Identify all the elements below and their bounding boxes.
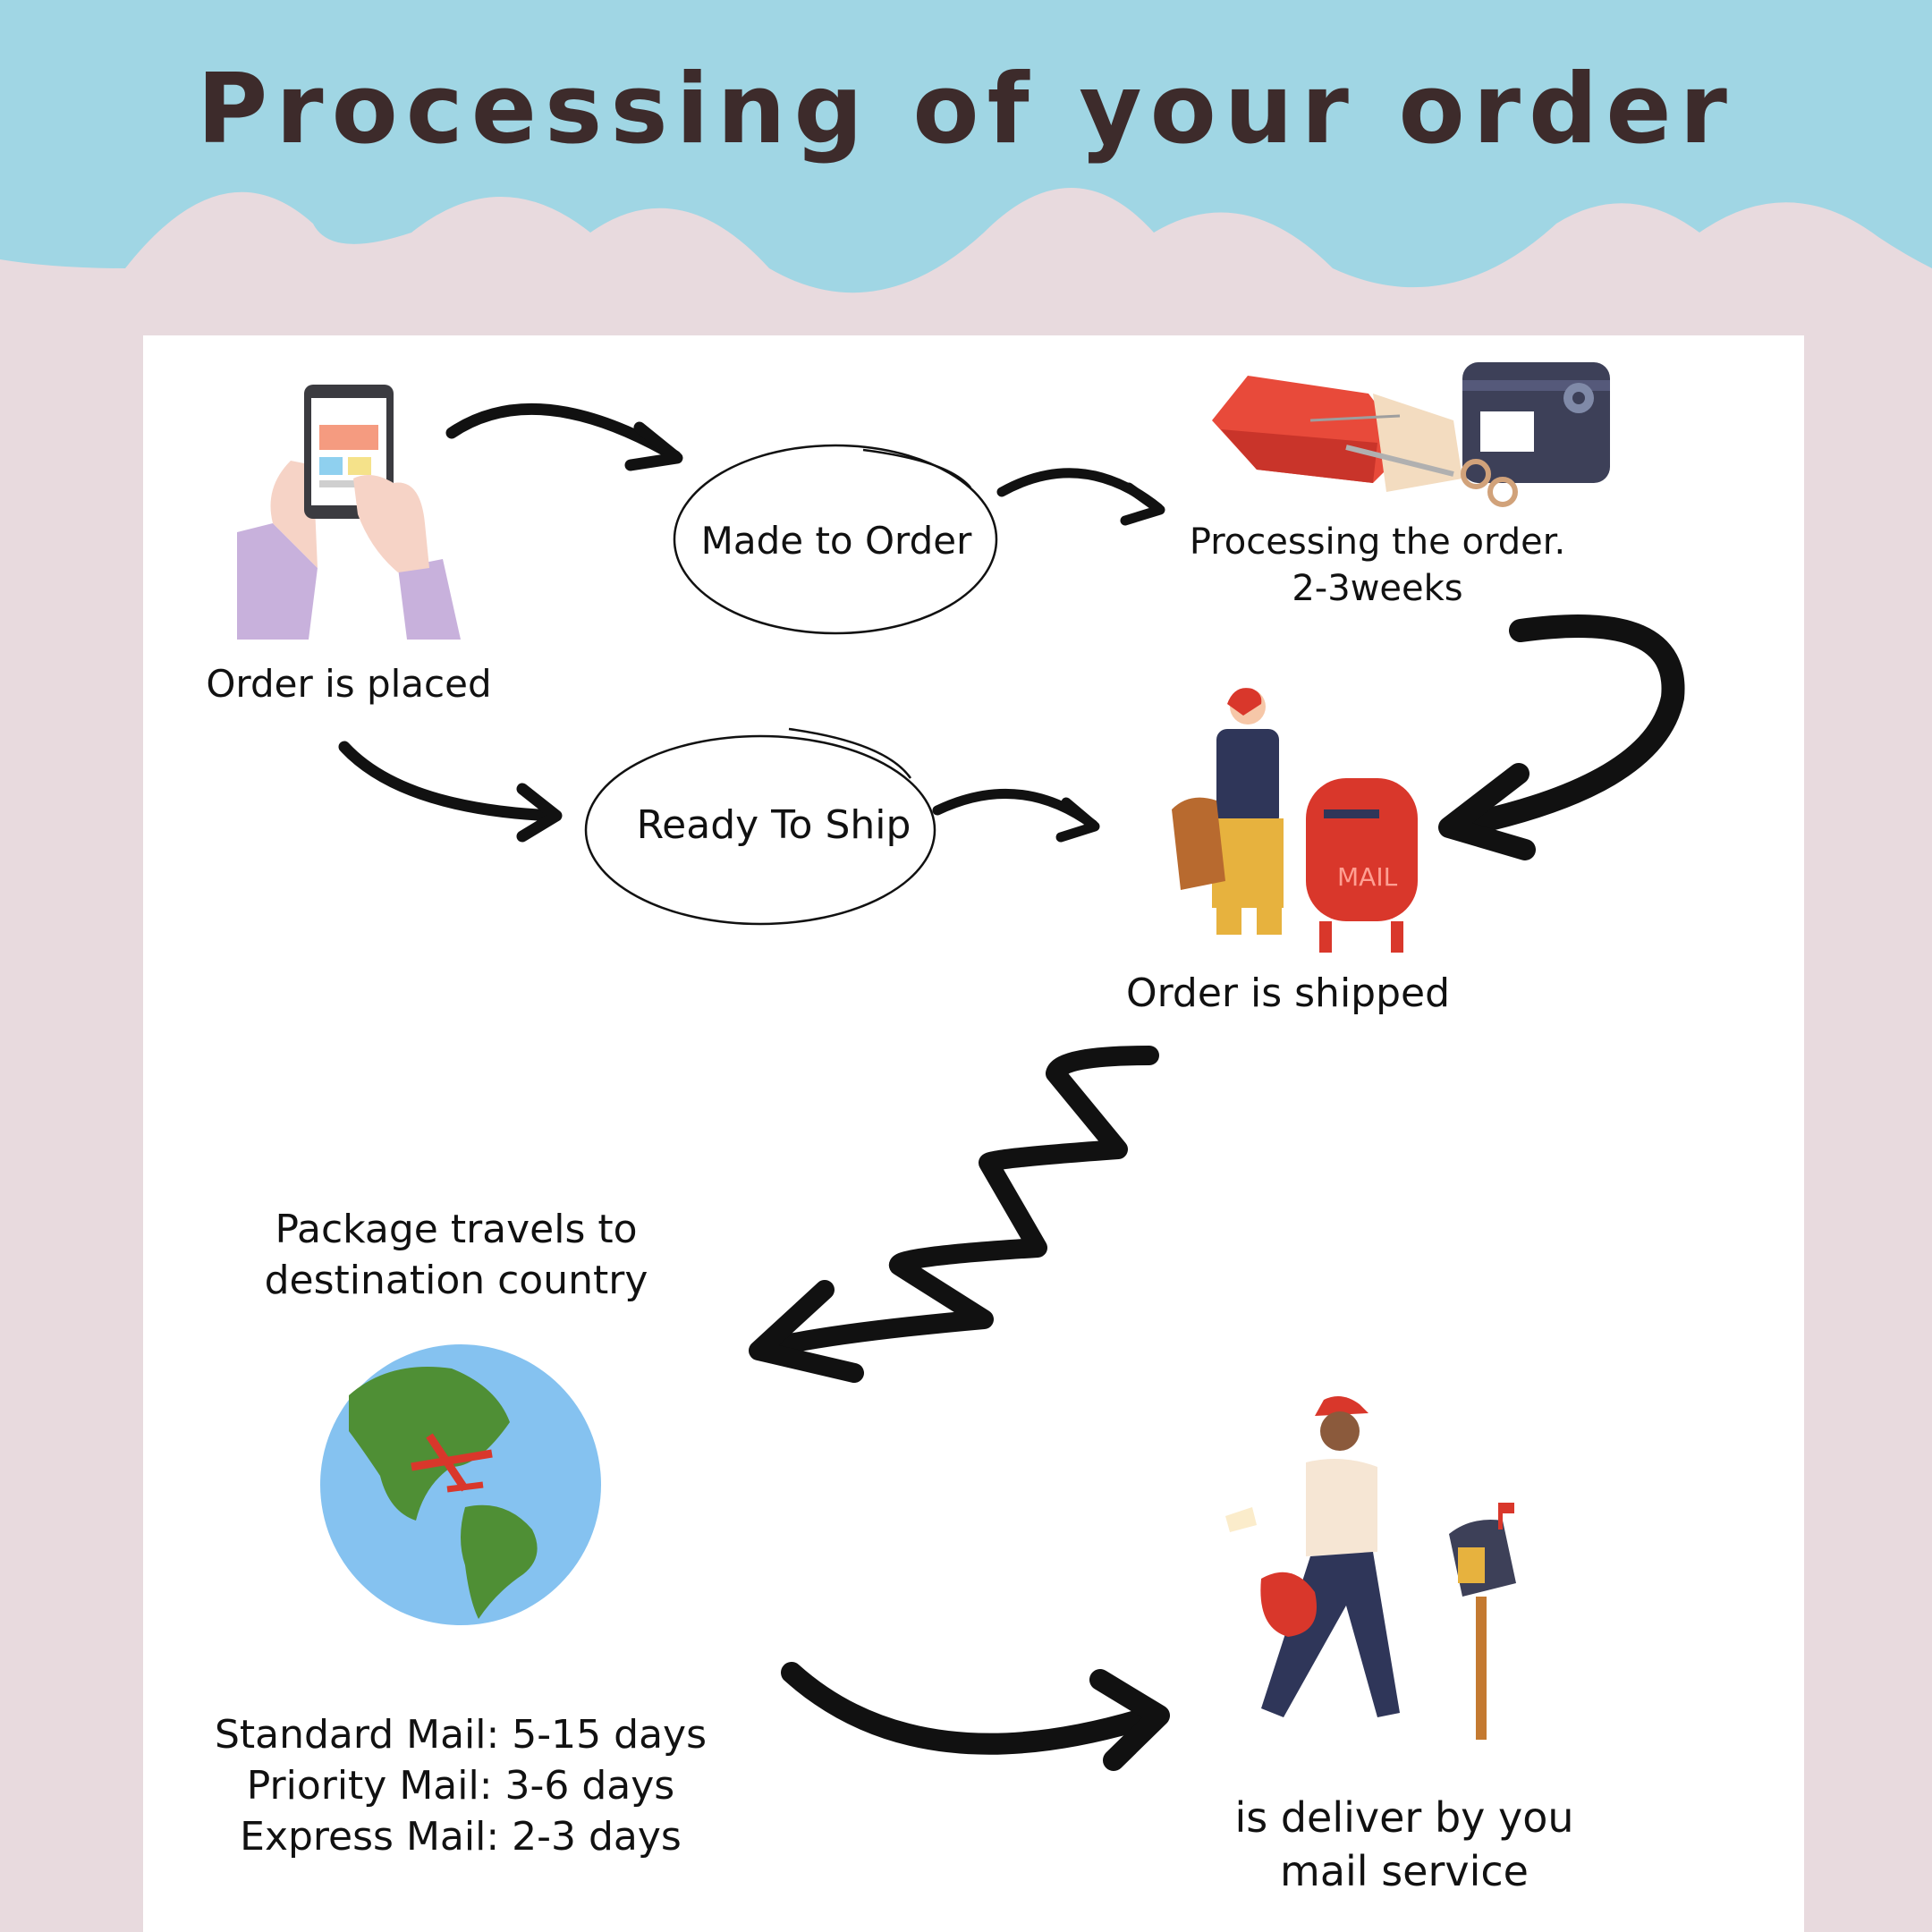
arrow-travel-to-delivery-head (1089, 1669, 1170, 1771)
ready-to-ship-ellipse (584, 734, 936, 926)
step-delivery: is deliver by you mail service (1234, 1793, 1574, 1895)
arrow-placed-to-made (445, 402, 682, 462)
arrow-shipped-to-travel-head (749, 1280, 864, 1383)
globe-with-airplane-icon (320, 1344, 601, 1625)
step-package-travels: Package travels to destination country (264, 1207, 648, 1304)
cloud-header (0, 0, 1932, 293)
arrow-ready-to-shipped-head (1055, 797, 1100, 843)
arrow-placed-to-ready (338, 741, 561, 822)
made-to-order-ellipse-stroke (862, 448, 971, 488)
made-to-order-ellipse (673, 444, 998, 635)
shipping-options-list: Standard Mail: 5-15 days Priority Mail: … (206, 1709, 716, 1863)
arrow-placed-to-made-head (624, 421, 683, 471)
step-ready-to-ship: Ready To Ship (636, 802, 911, 848)
arrow-travel-to-delivery (781, 1662, 1165, 1755)
page-title: Processing of your order (197, 54, 1735, 165)
step-order-shipped: Order is shipped (1125, 970, 1451, 1016)
fabric-scissors-sewing-machine-icon (1212, 362, 1610, 507)
arrow-made-to-processing-head (1120, 482, 1165, 526)
step-order-placed: Order is placed (206, 662, 492, 706)
hands-holding-phone-icon (237, 385, 461, 640)
arrow-processing-to-shipped (1442, 614, 1685, 839)
shipping-option: Priority Mail: 3-6 days (246, 1763, 675, 1809)
arrow-shipped-to-travel (755, 1046, 1159, 1359)
mail-carrier-with-mailbox-icon (1225, 1396, 1516, 1740)
shipping-option: Express Mail: 2-3 days (240, 1814, 682, 1860)
woman-posting-letter-icon: MAIL (1172, 688, 1418, 953)
arrow-processing-to-shipped-head (1438, 763, 1536, 860)
shipping-option: Standard Mail: 5-15 days (214, 1712, 708, 1758)
step-processing: Processing the order. 2-3weeks (1189, 521, 1566, 609)
ready-to-ship-ellipse-stroke (788, 727, 912, 779)
svg-text:MAIL: MAIL (1337, 862, 1398, 892)
arrow-placed-to-ready-head (516, 783, 563, 843)
step-made-to-order: Made to Order (700, 519, 972, 563)
